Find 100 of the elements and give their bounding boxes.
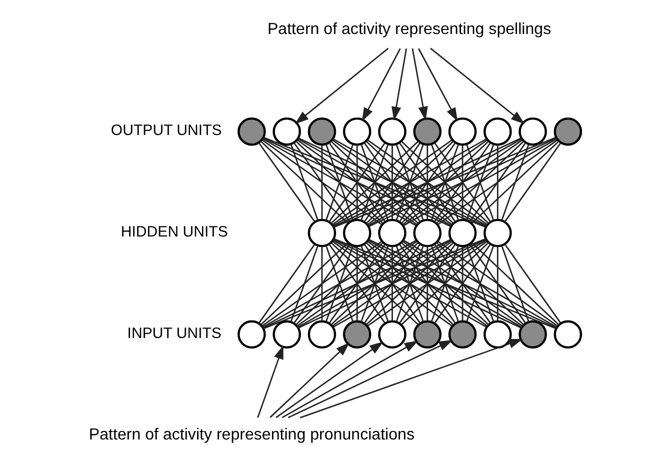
connector [496,144,498,220]
connector [258,244,316,324]
connector [501,246,530,322]
connector [356,246,358,322]
connector [360,144,389,221]
connector [501,144,530,221]
node-circle [308,218,336,248]
connector [430,246,460,322]
node-text: Pattern of activity representing spellings [267,20,552,38]
connector [398,244,456,324]
connector [296,140,418,226]
connector [356,144,358,220]
arrow [362,48,401,122]
connector [263,238,486,330]
arrow [412,48,428,121]
connector [293,244,350,324]
connector [328,142,386,222]
connector [325,144,354,221]
connector [426,246,428,322]
node-circle [238,117,266,146]
node-circle [378,218,406,248]
connector [437,140,558,226]
connector [402,240,523,327]
arrow [288,340,453,418]
connector [396,246,424,322]
arrow [300,338,523,418]
connector [333,137,522,228]
connector [462,144,464,220]
node-circle [342,117,372,146]
connector [258,142,316,222]
connector [398,142,456,222]
connector [496,246,498,322]
node-circle [342,320,372,349]
connector [392,144,393,220]
arrow [430,48,525,124]
connector [262,240,382,327]
connector [296,242,384,326]
arrow [392,48,408,121]
connector [328,244,386,324]
connector [297,138,452,226]
connector [364,244,421,324]
connector [469,142,526,222]
node-circle [518,117,547,146]
connector [332,240,488,328]
connector [262,240,417,328]
connector [462,246,464,322]
label: OUTPUT UNITS [110,122,222,140]
connector [296,240,418,327]
node-circle [448,320,477,349]
connector [368,240,522,328]
connector [392,246,393,322]
connector [263,137,452,228]
connector [298,137,486,228]
arrow [294,48,389,124]
connector [402,140,523,226]
node-text: Pattern of activity representing pronunciations [88,426,414,444]
connector [504,142,562,222]
node-circle [413,117,442,146]
connector [333,238,522,329]
connector [260,242,349,326]
connector [436,242,524,326]
connector [262,140,382,226]
connector [469,244,526,324]
node-circle [518,320,547,349]
label: HIDDEN UNITS [120,224,228,241]
connector [402,138,558,226]
connector [333,136,556,228]
connector [298,238,486,329]
arrow [282,340,418,418]
connector [471,140,560,224]
connector [263,136,486,228]
node-circle [554,320,582,349]
connector [471,242,560,326]
node-circle [448,117,477,146]
connector [438,240,558,327]
connector [436,140,524,224]
arrow [276,342,384,418]
connector [260,140,348,224]
connector [334,238,556,330]
connector [295,140,384,224]
connector [368,238,557,329]
node-circle [378,320,406,349]
connector [290,246,318,322]
connector [364,142,421,222]
arrow [257,345,284,418]
connector [368,137,557,228]
connector [297,240,452,328]
connector [325,246,354,322]
node-circle [413,218,442,248]
connector [396,144,424,221]
connector [262,138,417,226]
connector [321,246,323,322]
connector [430,144,460,221]
node-circle [308,117,336,146]
node-circle [272,320,301,349]
connector [426,144,428,220]
arrow [270,342,350,418]
node-circle [484,218,512,248]
node-circle [378,117,406,146]
node-circle [484,320,512,349]
